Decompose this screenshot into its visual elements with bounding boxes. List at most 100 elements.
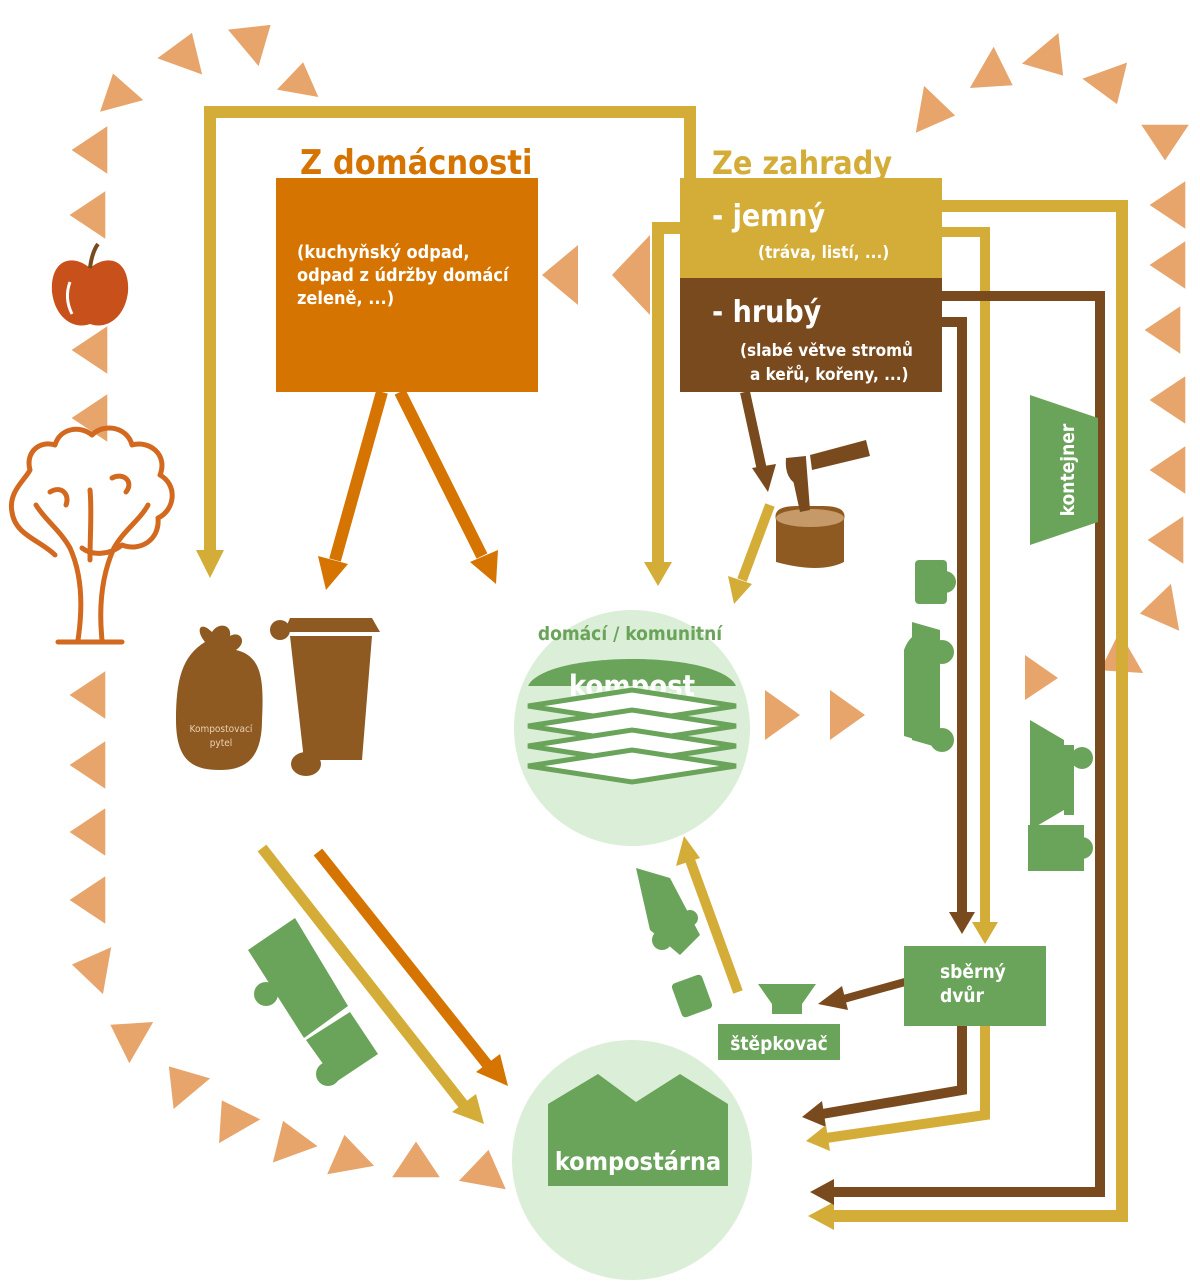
arrowhead-plant-orange (476, 1054, 508, 1086)
garden-coarse-box (680, 278, 942, 392)
flow-yard-to-chipper (838, 978, 907, 1004)
bag-label-2: pytel (210, 738, 233, 749)
arrowhead-compost-left (644, 562, 672, 586)
decorative-triangle (1149, 241, 1186, 289)
arrowhead-yard-plant-yellow (806, 1125, 830, 1151)
collection-yard-label-2: dvůr (940, 984, 985, 1007)
decorative-triangle (1147, 516, 1184, 564)
decorative-triangle-ring (69, 24, 1189, 1190)
decorative-triangle (1139, 583, 1180, 631)
bag-label-1: Kompostovací (190, 723, 253, 735)
decorative-triangle (276, 62, 319, 97)
decorative-triangle (157, 32, 203, 75)
decorative-triangle (69, 671, 106, 719)
arrowhead-yard-yellow (972, 922, 998, 944)
home-compost-caption: domácí / komunitní (538, 623, 723, 645)
flow-fine-to-compost (652, 222, 680, 565)
decorative-triangle (1149, 181, 1186, 229)
arrowhead-axe (752, 464, 776, 492)
arrowhead-plant-yellow (452, 1094, 484, 1124)
triangle-arrow-right-3 (1025, 655, 1058, 700)
tree-icon (8, 425, 175, 645)
compost-bag-icon: Kompostovací pytel (176, 625, 263, 770)
decorative-triangle (219, 1100, 261, 1144)
arrowhead-axe-compost (728, 576, 752, 604)
arrowhead-yard-brown (949, 912, 975, 934)
chipper: štěpkovač (718, 984, 840, 1060)
collection-yard-label-1: sběrný (940, 961, 1006, 983)
decorative-triangle (71, 326, 108, 374)
waste-bin-icon (270, 618, 380, 776)
garden-fine-desc: (tráva, listí, ...) (758, 243, 889, 263)
decorative-triangle (915, 85, 956, 133)
garden-fine-title: - jemný (712, 199, 825, 234)
decorative-triangle (69, 191, 106, 239)
container-label: kontejner (1057, 423, 1079, 516)
decorative-triangle (227, 24, 271, 67)
decorative-triangle (71, 947, 112, 995)
decorative-triangle (458, 1149, 506, 1190)
arrowhead-chipper (818, 986, 848, 1010)
flow-household-to-bin (329, 390, 388, 562)
decorative-triangle (110, 1022, 154, 1064)
household-title: Z domácnosti (300, 143, 533, 183)
composting-plant: kompostárna (512, 1040, 752, 1280)
triangle-arrow-right-2 (830, 690, 865, 740)
compost-layers (527, 687, 737, 785)
garden-coarse-desc-1: (slabé větve stromů (740, 339, 913, 361)
decorative-triangle (392, 1141, 440, 1178)
household-box (276, 178, 538, 392)
decorative-triangle (69, 741, 106, 789)
flow-axe-to-compost (737, 503, 775, 582)
arrowhead-bag (196, 550, 224, 578)
flow-garden-to-bag (204, 106, 696, 555)
flow-bag-to-plant (257, 844, 471, 1112)
composting-plant-label: kompostárna (555, 1147, 721, 1176)
flow-lines (196, 106, 1128, 1230)
axe-stump-icon (775, 440, 870, 568)
collection-yard: sběrný dvůr (904, 946, 1046, 1026)
car-trailer-diagonal-icon (636, 868, 713, 1018)
flow-household-to-compost (394, 389, 488, 559)
decorative-triangle (69, 876, 106, 924)
arrowhead-bin (318, 556, 348, 590)
triangle-arrow-left-1 (612, 235, 650, 315)
decorative-triangle (1082, 62, 1128, 105)
flow-coarse-to-axe (740, 390, 767, 472)
decorative-triangle (969, 46, 1013, 88)
decorative-triangle (69, 808, 106, 856)
garden-coarse-title: - hrubý (712, 295, 822, 330)
flow-fine-outer (830, 200, 1128, 1222)
home-compost: domácí / komunitní kompost (514, 610, 750, 846)
flow-fine-to-yard (940, 227, 990, 925)
decorative-triangle (1149, 446, 1186, 494)
arrowhead-household-compost (470, 550, 498, 584)
decorative-triangle (272, 1120, 318, 1163)
decorative-triangle (1144, 306, 1181, 354)
garden-coarse-desc-2: a keřů, kořeny, ...) (750, 363, 909, 385)
garden-title: Ze zahrady (712, 144, 892, 182)
garden-fine-box (680, 178, 942, 278)
truck-diagonal-icon (248, 918, 378, 1086)
arrowhead-yard-plant-brown (802, 1101, 826, 1127)
flow-bin-to-plant (313, 848, 495, 1072)
chipper-label: štěpkovač (730, 1033, 828, 1055)
triangle-arrow-left-2 (542, 245, 578, 305)
apple-icon (51, 242, 129, 326)
arrowhead-plant-outer-yellow (808, 1202, 834, 1230)
decorative-triangle (100, 73, 144, 112)
household-desc-3: zeleně, ...) (297, 288, 394, 309)
household-desc-2: odpad z údržby domácí (297, 265, 510, 286)
truck-vertical-icon (1028, 720, 1093, 871)
triangle-arrow-right-1 (765, 690, 800, 740)
flow-coarse-to-yard (940, 317, 967, 915)
household-desc-1: (kuchyňský odpad, (297, 242, 470, 263)
flow-coarse-outer (830, 291, 1105, 1197)
flow-yard-to-plant-yellow (825, 1025, 990, 1143)
decorative-triangle (71, 126, 108, 174)
decorative-triangle (1149, 376, 1186, 424)
decorative-triangle (1141, 124, 1189, 161)
arrowhead-plant-outer-brown (810, 1179, 834, 1205)
